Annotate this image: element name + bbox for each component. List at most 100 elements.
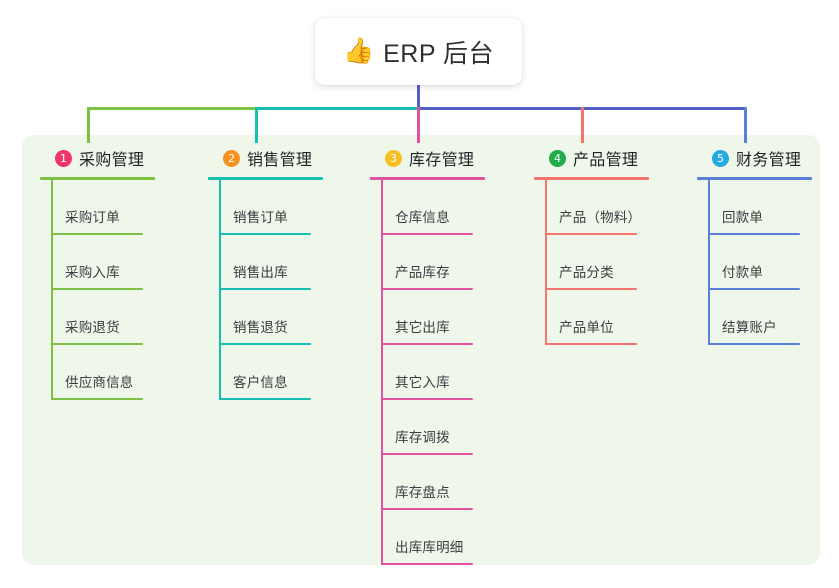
column-header-2[interactable]: 2 销售管理 [208,145,323,171]
leaf-item-underline [51,288,143,290]
leaf-item[interactable]: 出库库明细 [381,510,473,565]
column-spine-3 [381,180,383,565]
leaf-item-label: 其它入库 [395,375,450,390]
connector-drop-column-4 [581,107,584,143]
leaf-item[interactable]: 客户信息 [219,345,311,400]
leaf-item-label: 产品库存 [395,265,450,280]
leaf-item-underline [545,233,637,235]
column-spine-2 [219,180,221,400]
column-1: 1 采购管理采购订单采购入库采购退货供应商信息 [40,145,155,400]
thumbs-up-icon: 👍 [342,37,375,65]
leaf-item-label: 回款单 [722,210,764,225]
leaf-item[interactable]: 产品（物料） [545,180,641,235]
column-badge-4: 4 [549,149,566,167]
leaf-item[interactable]: 其它出库 [381,290,473,345]
leaf-item-label: 销售退货 [233,320,288,335]
leaf-item[interactable]: 销售出库 [219,235,311,290]
leaf-item[interactable]: 产品分类 [545,235,637,290]
leaf-item-underline [51,343,143,345]
connector-drop-column-5 [744,107,747,143]
leaf-item[interactable]: 产品单位 [545,290,637,345]
leaf-item-underline [708,233,800,235]
column-2: 2 销售管理销售订单销售出库销售退货客户信息 [208,145,323,400]
leaf-item-label: 采购订单 [65,210,120,225]
column-badge-5: 5 [712,149,729,167]
leaf-item[interactable]: 回款单 [708,180,800,235]
leaf-item[interactable]: 供应商信息 [51,345,143,400]
leaf-item[interactable]: 销售退货 [219,290,311,345]
column-underline-2 [208,177,323,180]
column-title-5: 财务管理 [736,152,802,169]
diagram-panel-background [22,135,820,565]
column-header-1[interactable]: 1 采购管理 [40,145,155,171]
column-badge-2: 2 [223,149,240,167]
leaf-item[interactable]: 采购订单 [51,180,143,235]
leaf-item-label: 付款单 [722,265,764,280]
column-badge-3: 3 [385,149,402,167]
connector-trunk-vertical [417,83,420,109]
leaf-item-label: 结算账户 [722,320,777,335]
root-node-title: ERP 后台 [383,39,495,68]
leaf-item[interactable]: 销售订单 [219,180,311,235]
leaf-item-underline [381,453,473,455]
leaf-item-label: 采购入库 [65,265,120,280]
leaf-item-label: 客户信息 [233,375,288,390]
leaf-item-underline [381,563,473,565]
leaf-item-underline [381,288,473,290]
leaf-item-label: 库存调拨 [395,430,450,445]
leaf-item-underline [381,508,473,510]
leaf-item[interactable]: 采购退货 [51,290,143,345]
leaf-item-underline [708,288,800,290]
leaf-item[interactable]: 付款单 [708,235,800,290]
leaf-item-underline [219,398,311,400]
leaf-item[interactable]: 其它入库 [381,345,473,400]
leaf-item-label: 销售出库 [233,265,288,280]
column-spine-1 [51,180,53,400]
column-header-5[interactable]: 5 财务管理 [697,145,812,171]
leaf-item-underline [381,233,473,235]
column-spine-4 [545,180,547,345]
column-underline-5 [697,177,812,180]
leaf-item-label: 供应商信息 [65,375,134,390]
column-title-2: 销售管理 [247,152,313,169]
column-title-4: 产品管理 [573,152,639,169]
leaf-item-underline [219,343,311,345]
leaf-item-underline [219,288,311,290]
leaf-item-label: 销售订单 [233,210,288,225]
column-header-4[interactable]: 4 产品管理 [534,145,649,171]
leaf-item-label: 产品（物料） [559,210,642,225]
column-spine-5 [708,180,710,345]
leaf-item[interactable]: 结算账户 [708,290,800,345]
connector-drop-column-1 [87,107,90,143]
leaf-item-underline [51,398,143,400]
leaf-item-underline [381,398,473,400]
leaf-item-label: 仓库信息 [395,210,450,225]
leaf-item-underline [708,343,800,345]
leaf-item[interactable]: 库存盘点 [381,455,473,510]
leaf-item[interactable]: 采购入库 [51,235,143,290]
column-5: 5 财务管理回款单付款单结算账户 [697,145,812,345]
leaf-item-underline [381,343,473,345]
leaf-item[interactable]: 库存调拨 [381,400,473,455]
leaf-item-underline [545,288,637,290]
leaf-item-label: 其它出库 [395,320,450,335]
leaf-item-underline [219,233,311,235]
column-underline-4 [534,177,649,180]
leaf-item[interactable]: 产品库存 [381,235,473,290]
root-node-card[interactable]: 👍 ERP 后台 [315,18,522,85]
column-underline-3 [370,177,485,180]
connector-drop-column-3 [417,107,420,143]
column-4: 4 产品管理产品（物料） 产品分类产品单位 [534,145,649,345]
column-badge-1: 1 [55,149,72,167]
column-header-3[interactable]: 3 库存管理 [370,145,485,171]
leaf-item[interactable]: 仓库信息 [381,180,473,235]
leaf-item-label: 产品单位 [559,320,614,335]
column-title-1: 采购管理 [79,152,145,169]
column-title-3: 库存管理 [409,152,475,169]
connector-bus-segment-teal [255,107,419,110]
leaf-item-label: 出库库明细 [395,540,464,555]
column-underline-1 [40,177,155,180]
leaf-item-label: 库存盘点 [395,485,450,500]
leaf-item-label: 产品分类 [559,265,614,280]
leaf-item-underline [51,233,143,235]
